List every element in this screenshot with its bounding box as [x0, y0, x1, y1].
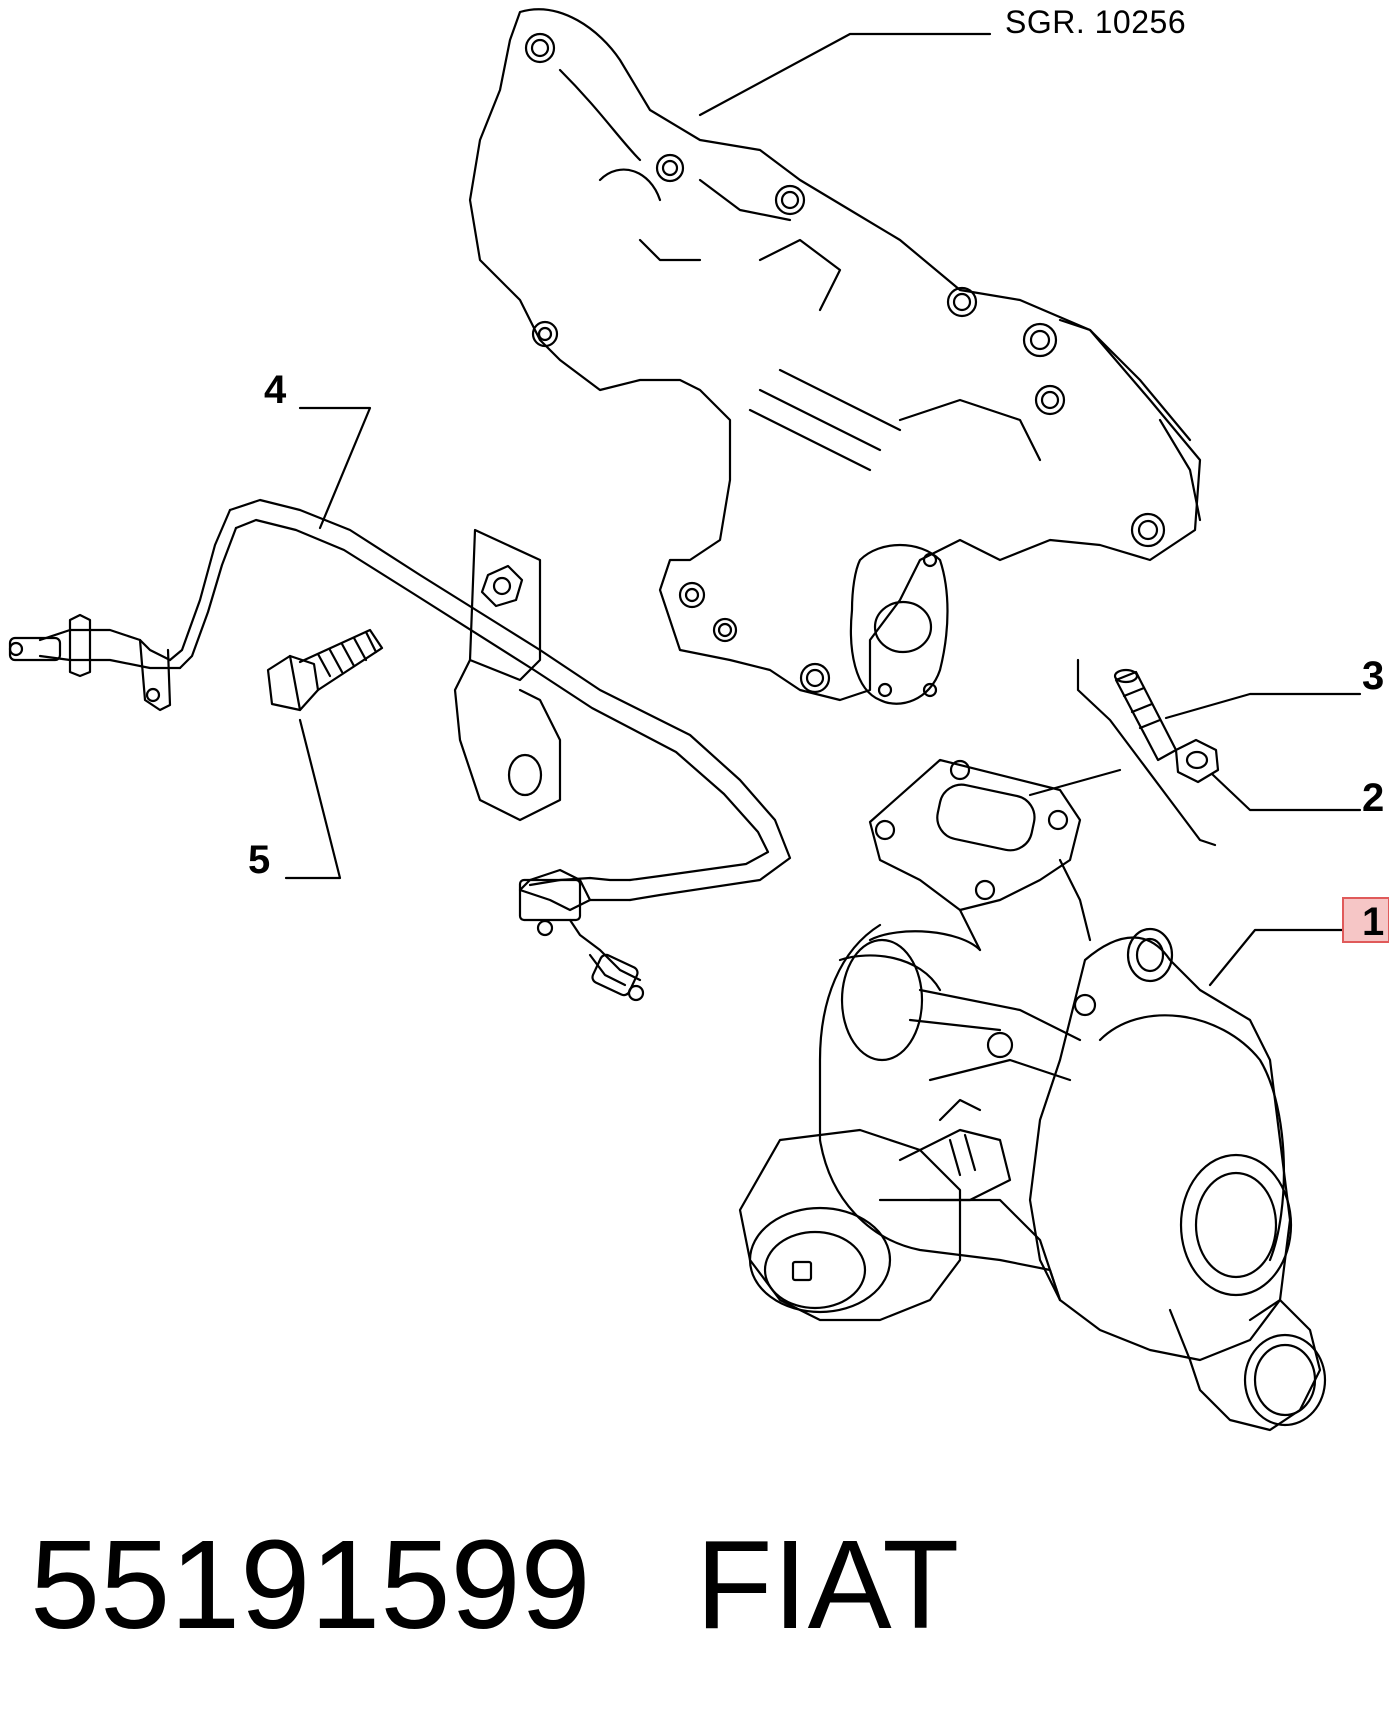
- callout-2[interactable]: 2: [1362, 776, 1385, 820]
- highlight-box-callout-1: [1342, 897, 1389, 943]
- part-number: 55191599: [30, 1514, 591, 1655]
- stud: [1113, 668, 1178, 762]
- footer-gap: [591, 1514, 696, 1655]
- callout-5[interactable]: 5: [248, 838, 271, 882]
- callout-1[interactable]: 1: [1362, 900, 1385, 944]
- nut: [1174, 738, 1220, 784]
- turbocharger: [738, 758, 1327, 1432]
- exhaust-manifold: [468, 8, 1202, 705]
- bolt: [266, 628, 384, 712]
- brand-name: FIAT: [695, 1514, 960, 1655]
- oil-feed-pipe: [8, 498, 792, 1002]
- reference-label: SGR. 10256: [1005, 4, 1187, 40]
- callout-3[interactable]: 3: [1362, 654, 1385, 698]
- leader-lines: [284, 32, 1362, 987]
- footer-caption: 55191599 FIAT: [30, 1520, 959, 1650]
- callout-4[interactable]: 4: [264, 368, 287, 412]
